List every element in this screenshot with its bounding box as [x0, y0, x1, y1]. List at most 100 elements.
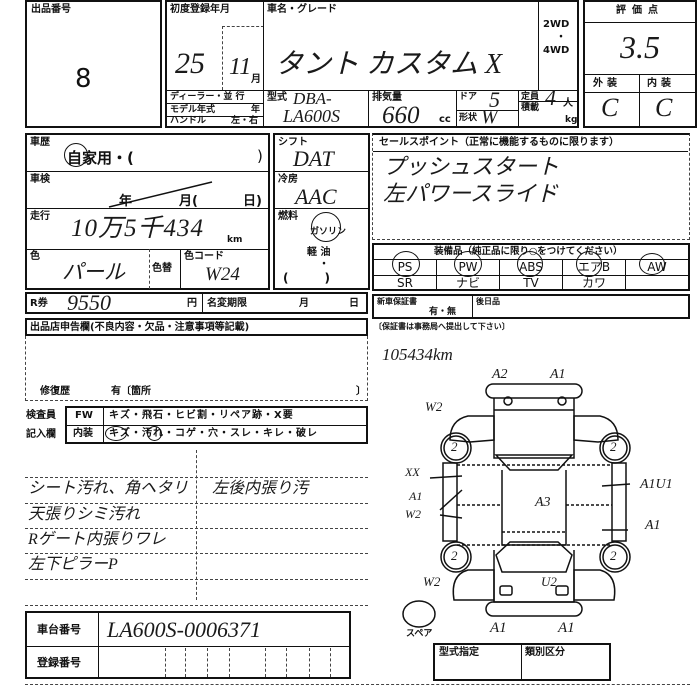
color-value: パール: [62, 260, 125, 284]
circle-mark: [311, 212, 341, 242]
ac-value: AAC: [295, 184, 337, 209]
circle-mark: [64, 143, 88, 167]
repair-history-value: 有〔箇所: [111, 386, 151, 397]
transfer-day: 日: [349, 298, 359, 309]
chassis-label: 車台番号: [37, 623, 81, 636]
fw-items: キズ・飛石・ヒビ割・リペア跡・X要: [109, 410, 294, 421]
mark-rear-gate: U2: [541, 574, 557, 589]
divider: [167, 103, 263, 104]
rear-left-fender: [452, 569, 495, 601]
inspector-entry-label: 記入欄: [26, 429, 56, 440]
lot-label: 出品番号: [31, 4, 71, 15]
type-designation-box: 型式指定 類別区分: [433, 643, 611, 681]
divider: [167, 90, 577, 91]
mark-left-front-door: XX: [405, 465, 420, 479]
rear-gate: [493, 550, 575, 603]
recycle-label: R券: [30, 298, 48, 309]
equipment-box: 装備品（純正品に限り○をつけてください） PS PW ABS エアB AW SR…: [372, 243, 690, 291]
recycle-value: 9550: [67, 290, 111, 315]
model-label: 型式: [267, 92, 287, 103]
model-year-label: モデル年式: [170, 105, 216, 115]
score-label: 評価点: [616, 5, 664, 16]
color-change-label: 色替: [152, 263, 172, 274]
sales-points-label: セールスポイント（正常に機能するものに限ります）: [379, 137, 619, 148]
divider: [27, 171, 268, 172]
mark-rl-fender: W2: [423, 574, 441, 589]
exterior-label: 外装: [593, 78, 621, 89]
mark-left-rear-door-2: W2: [405, 507, 421, 521]
first-reg-year: 25: [175, 47, 205, 80]
repair-history-label: 修復歴: [40, 386, 70, 397]
drive-2wd: 2WD: [543, 19, 570, 30]
divider: [275, 171, 368, 172]
capacity-value: 4: [545, 85, 556, 110]
later-items-label: 後日品: [476, 297, 500, 306]
warranty-box: 新車保証書 有・無 後日品: [372, 294, 690, 319]
declaration-area: 修復歴 有〔箇所 〕: [25, 336, 368, 401]
inspection-month: 月(: [179, 194, 198, 209]
month-unit: 月: [251, 74, 261, 85]
mark-right-front-door: A1U1: [640, 477, 673, 492]
door-value: 5: [489, 87, 500, 112]
category-label: 類別区分: [525, 647, 565, 658]
color-code-label: 色コード: [184, 251, 224, 262]
note-line-2: 天張りシミ汚れ: [28, 506, 141, 523]
color-code: W24: [205, 264, 240, 285]
fuel-label: 燃料: [278, 211, 298, 222]
mark-roof: A3: [535, 495, 551, 510]
shift-value: DAT: [293, 146, 334, 171]
warranty-options: 有・無: [429, 307, 457, 317]
dealer-label: ディーラー・並 行: [170, 92, 245, 102]
circle-mark: [392, 251, 420, 277]
inspection-year: 年: [119, 194, 133, 209]
inspector-label: 検査員: [26, 410, 56, 421]
mark-left-rear-door-1: A1: [409, 489, 423, 503]
model-code-2: LA600S: [283, 106, 341, 126]
exterior-grade: C: [601, 93, 619, 122]
shape-value: W: [481, 106, 498, 128]
mark-front-bumper-right: A1: [550, 367, 566, 382]
mark-fl-wheel: 2: [451, 439, 458, 454]
interior-grade: C: [655, 93, 673, 122]
history-close: ): [257, 147, 263, 165]
transfer-deadline-label: 名変期限: [207, 298, 247, 309]
divider: [585, 22, 695, 23]
chassis-number: LA600S-0006371: [107, 617, 261, 642]
divider: [27, 208, 268, 209]
diagram-mileage-note: 105434km: [382, 345, 453, 364]
displacement-unit: cc: [439, 114, 451, 125]
hood: [493, 398, 575, 459]
mileage-unit: km: [227, 235, 243, 245]
load-label: 積載: [521, 103, 540, 113]
model-code-1: DBA-: [293, 89, 332, 108]
sales-point-2: 左パワースライド: [383, 181, 558, 206]
handle-options: 左・右: [231, 116, 259, 126]
repair-history-close: 〕: [356, 386, 366, 397]
front-left-fender: [449, 415, 495, 443]
interior-label: 内装: [73, 428, 93, 439]
notes-divider: [196, 450, 197, 600]
type-designation-label: 型式指定: [439, 647, 479, 658]
inspection-label: 車検: [30, 174, 50, 185]
warranty-label: 新車保証書: [377, 297, 417, 306]
equip-sr: SR: [397, 276, 413, 290]
divider: [585, 92, 695, 93]
ac-label: 冷房: [278, 174, 298, 185]
capacity-label: 定員: [521, 92, 540, 102]
first-reg-label: 初度登録年月: [170, 4, 230, 15]
rear-window: [495, 541, 573, 573]
capacity-unit: 人: [563, 98, 573, 109]
chassis-box: 車台番号 LA600S-0006371 登録番号: [25, 611, 351, 679]
roof: [501, 470, 567, 546]
sales-point-1: プッシュスタート: [383, 154, 560, 179]
lot-box: 出品番号 8: [25, 0, 162, 128]
note-line-1: シート汚れ、角ヘタリ: [28, 480, 189, 497]
divider: [180, 249, 181, 289]
displacement-value: 660: [382, 102, 420, 129]
divider: [456, 110, 518, 111]
fuel-dot: ・: [319, 259, 329, 270]
equipment-row-2: SR ナビ TV カワ: [374, 275, 688, 291]
divider: [27, 249, 268, 250]
equip-navi: ナビ: [436, 276, 499, 291]
divider: [167, 116, 263, 117]
